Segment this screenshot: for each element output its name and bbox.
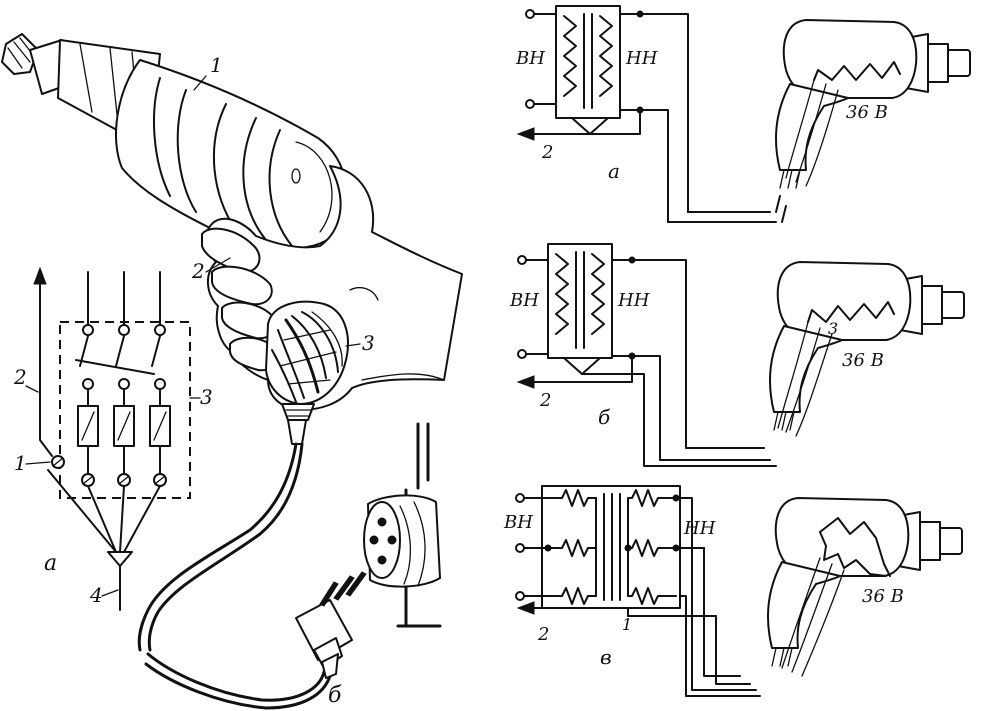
label-trigger: 2: [191, 259, 205, 283]
secondary-c: НН: [683, 518, 716, 539]
marker-b: 3: [828, 319, 838, 338]
power-plug: [295, 571, 367, 679]
label-body: 1: [210, 53, 223, 77]
secondary-a: НН: [625, 48, 658, 69]
label-housing: 3: [200, 385, 213, 409]
scheme-a: ВН НН 2 а 36 В: [515, 5, 971, 223]
wall-socket: [363, 422, 442, 628]
equipment-housing: [59, 321, 191, 499]
drill-in-hand: 1 2 3 б: [1, 33, 463, 710]
primary-a: ВН: [515, 48, 545, 69]
tool-b: 3 36 В: [768, 261, 965, 437]
voltage-a: 36 В: [846, 102, 888, 123]
marker-c: 1: [622, 615, 632, 634]
tool-a: 36 В: [774, 19, 971, 189]
cable-grommet: [281, 403, 315, 445]
label-ground-wire: 2: [13, 365, 27, 389]
label-handle: 3: [362, 331, 375, 355]
power-cable: [137, 442, 332, 710]
lead-c: 2: [537, 624, 549, 645]
caption-scheme-b: б: [598, 405, 611, 429]
caption-scheme-a: а: [608, 159, 620, 183]
voltage-b: 36 В: [842, 350, 884, 371]
label-earth: 4: [89, 583, 103, 607]
transformer-a: [555, 5, 621, 119]
lead-b: 2: [539, 390, 551, 411]
caption-plug: б: [328, 683, 342, 708]
caption-scheme-c: в: [600, 645, 612, 669]
earth-symbol: [107, 551, 133, 567]
grounding-scheme: 2 3 1 4 а: [13, 266, 213, 611]
caption-grounding: а: [44, 551, 57, 576]
secondary-b: НН: [617, 290, 650, 311]
primary-c: ВН: [503, 512, 533, 533]
handle-window: [265, 300, 349, 405]
label-terminal: 1: [14, 451, 27, 475]
primary-b: ВН: [509, 290, 539, 311]
transformer-b: [547, 243, 613, 359]
lead-a: 2: [541, 142, 553, 163]
scheme-b: ВН НН 2 б 3 36 В: [509, 243, 965, 467]
tool-c: 36 В: [766, 497, 963, 677]
voltage-c: 36 В: [862, 586, 904, 607]
scheme-c: ВН НН 2 1 в 36 В: [503, 485, 963, 697]
